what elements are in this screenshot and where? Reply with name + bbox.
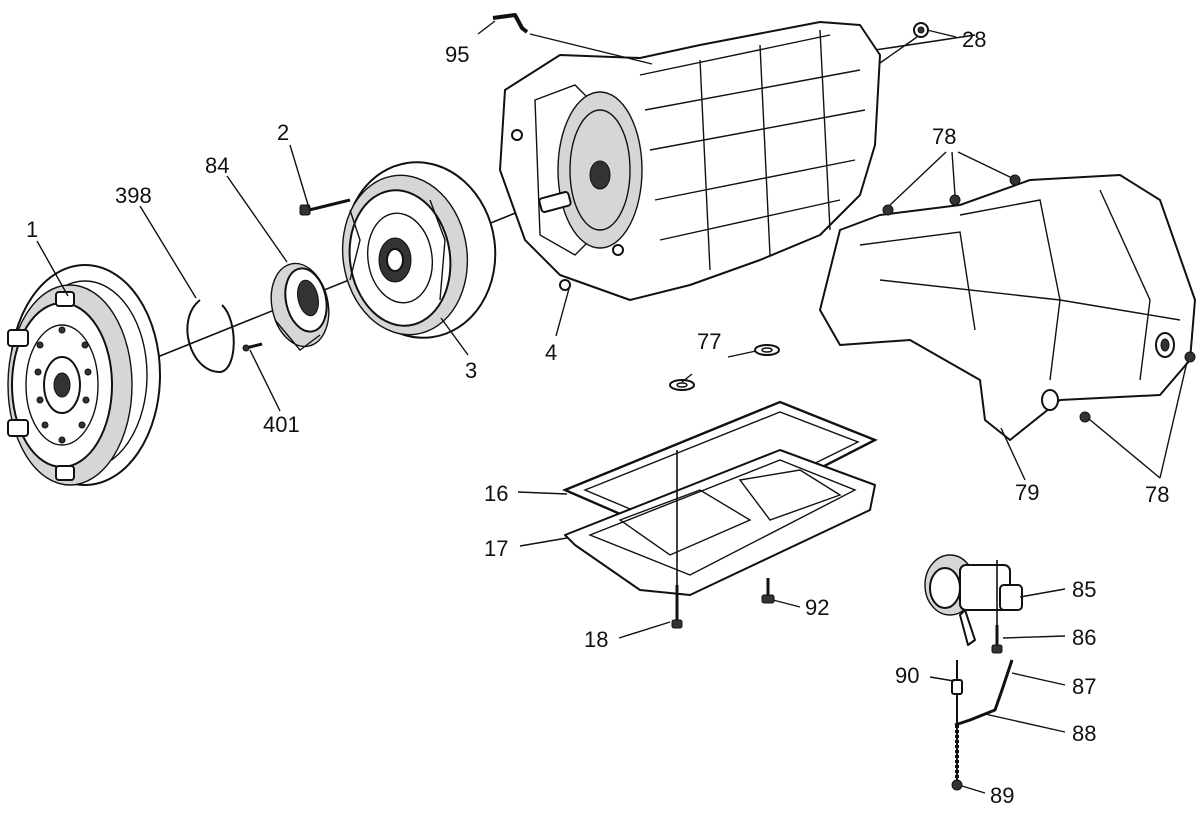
callout-88: 88 bbox=[1072, 721, 1096, 746]
transmission-case bbox=[499, 21, 881, 301]
callout-16: 16 bbox=[484, 481, 508, 506]
callout-86: 86 bbox=[1072, 625, 1096, 650]
callout-85: 85 bbox=[1072, 577, 1096, 602]
callout-84: 84 bbox=[205, 153, 229, 178]
dowel-pin bbox=[242, 342, 263, 352]
callout-18: 18 bbox=[584, 627, 608, 652]
front-seal bbox=[270, 262, 330, 351]
callout-17: 17 bbox=[484, 536, 508, 561]
callout-89: 89 bbox=[990, 783, 1014, 808]
callout-78-top: 78 bbox=[932, 124, 956, 149]
callout-78-bottom: 78 bbox=[1145, 482, 1169, 507]
vent-hose bbox=[492, 13, 529, 34]
callout-77: 77 bbox=[697, 329, 721, 354]
leader-lines bbox=[36, 20, 1188, 794]
torque-converter bbox=[7, 264, 161, 486]
actuator-bolt bbox=[991, 625, 1003, 654]
case-to-housing-axis bbox=[874, 34, 976, 51]
callout-401: 401 bbox=[263, 412, 300, 437]
housing-plugs bbox=[882, 174, 1196, 423]
callout-1: 1 bbox=[26, 217, 38, 242]
callout-95: 95 bbox=[445, 42, 469, 67]
pan-bolt bbox=[671, 585, 683, 629]
dipstick-assembly bbox=[951, 659, 1014, 791]
callout-398: 398 bbox=[115, 183, 152, 208]
washers bbox=[669, 344, 780, 391]
extension-housing bbox=[819, 174, 1196, 441]
oil-pan bbox=[564, 449, 876, 596]
callout-3: 3 bbox=[465, 358, 477, 383]
callout-87: 87 bbox=[1072, 674, 1096, 699]
case-plug bbox=[913, 22, 929, 38]
callout-92: 92 bbox=[805, 595, 829, 620]
pump-bolt bbox=[299, 198, 351, 216]
callout-4: 4 bbox=[545, 340, 557, 365]
snap-ring bbox=[186, 299, 235, 374]
callout-90: 90 bbox=[895, 663, 919, 688]
callout-2: 2 bbox=[277, 120, 289, 145]
drain-plug bbox=[761, 578, 775, 604]
oil-pump-assembly bbox=[341, 161, 497, 339]
shift-actuator bbox=[924, 554, 1023, 650]
callout-79: 79 bbox=[1015, 480, 1039, 505]
callout-28: 28 bbox=[962, 27, 986, 52]
